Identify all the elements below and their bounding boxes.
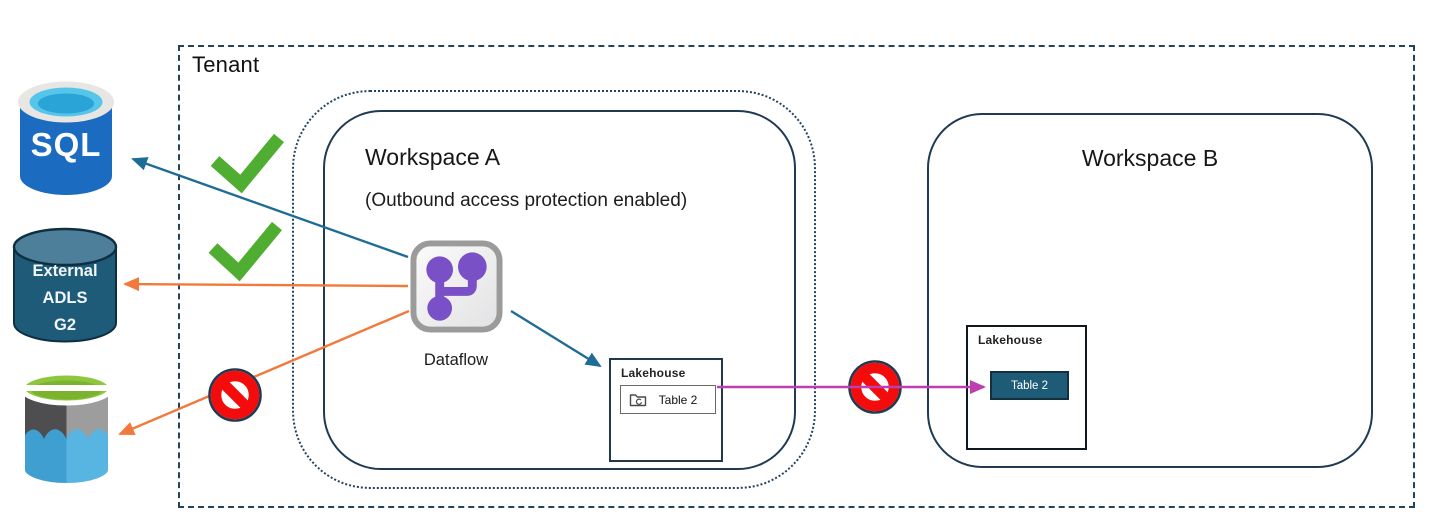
- lakehouse-a-box: Lakehouse Table 2: [609, 358, 723, 462]
- adls-label: External ADLS G2: [32, 262, 98, 334]
- workspace-a-title: Workspace A: [365, 144, 501, 170]
- dataflow-icon: [410, 240, 503, 333]
- workspace-b-title: Workspace B: [1081, 145, 1219, 171]
- folder-sync-icon: [629, 394, 647, 407]
- lakehouse-a-title: Lakehouse: [621, 366, 686, 380]
- sql-label: SQL: [30, 126, 102, 163]
- bucket-graphic: [19, 370, 114, 489]
- tenant-boundary: [178, 45, 1415, 508]
- lakehouse-b-table: Table 2: [990, 371, 1069, 400]
- workspace-a-subtitle: (Outbound access protection enabled): [365, 190, 688, 211]
- lakehouse-b-title: Lakehouse: [978, 333, 1043, 347]
- workspace-b-box: Workspace B: [927, 113, 1373, 468]
- outbound-protection-boundary: [292, 90, 816, 489]
- lakehouse-a-table-row: Table 2: [620, 385, 716, 414]
- lakehouse-a-table-label: Table 2: [658, 392, 698, 407]
- lakehouse-b-box: Lakehouse Table 2: [966, 325, 1087, 450]
- dataflow-graphic: [410, 240, 503, 333]
- workspace-a-box: Workspace A (Outbound access protection …: [323, 110, 796, 470]
- sql-cylinder-graphic: [18, 81, 114, 195]
- data-lake-bucket-icon: [14, 360, 119, 500]
- tenant-label: Tenant: [192, 52, 260, 77]
- dataflow-label: Dataflow: [423, 351, 489, 369]
- external-adls-icon: External ADLS G2: [11, 226, 119, 347]
- sql-database-icon: SQL: [16, 78, 116, 202]
- adls-cylinder-graphic: [12, 227, 118, 343]
